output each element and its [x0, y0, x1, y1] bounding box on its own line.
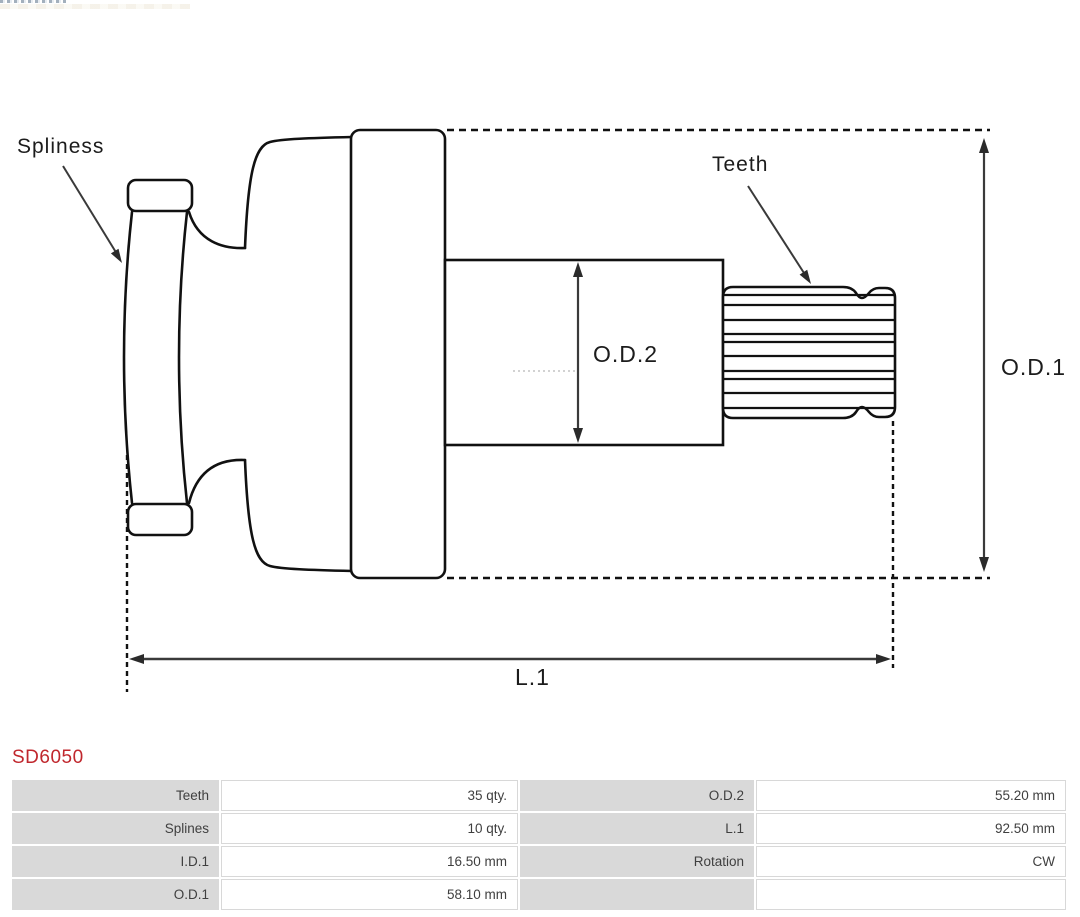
arrowhead-splines — [110, 248, 122, 263]
bell-neck-top — [187, 210, 247, 250]
arrowhead-od1-top — [979, 138, 989, 153]
spec-label: Teeth — [12, 780, 219, 811]
label-l1: L.1 — [515, 664, 550, 690]
gear-teeth-lines — [722, 293, 896, 410]
spec-value: 35 qty. — [221, 780, 518, 811]
spec-row: Splines 10 qty. L.1 92.50 mm — [12, 813, 1066, 844]
barrel-section — [349, 128, 447, 580]
bell-neck-bottom — [187, 458, 247, 505]
spec-row: O.D.1 58.10 mm — [12, 879, 1066, 910]
spec-value: 55.20 mm — [756, 780, 1066, 811]
spec-value: 16.50 mm — [221, 846, 518, 877]
extension-lines — [125, 128, 990, 692]
pinion-spline-section — [721, 285, 897, 420]
arrowhead-od2-bottom — [573, 428, 583, 443]
spec-label — [520, 879, 754, 910]
bell-top-edge — [243, 135, 354, 250]
spec-label: O.D.2 — [520, 780, 754, 811]
spec-label: Rotation — [520, 846, 754, 877]
spec-value: 58.10 mm — [221, 879, 518, 910]
spec-label: L.1 — [520, 813, 754, 844]
arrowhead-od1-bottom — [979, 557, 989, 572]
arrowhead-od2-top — [573, 262, 583, 277]
drive-outline — [122, 128, 897, 580]
starter-drive-technical-drawing: Spliness Teeth O.D.2 O.D.1 L.1 — [17, 128, 1066, 692]
label-od1: O.D.1 — [1001, 354, 1066, 380]
spec-label: Splines — [12, 813, 219, 844]
spec-value: 92.50 mm — [756, 813, 1066, 844]
leader-line-teeth — [747, 185, 805, 274]
flange-arc-inner — [177, 210, 189, 505]
arrowhead-l1-right — [876, 654, 891, 664]
part-number: SD6050 — [12, 747, 84, 768]
spec-label: I.D.1 — [12, 846, 219, 877]
spec-row: Teeth 35 qty. O.D.2 55.20 mm — [12, 780, 1066, 811]
flange-lug-top — [126, 178, 194, 213]
spec-table: Teeth 35 qty. O.D.2 55.20 mm Splines 10 … — [10, 778, 1068, 912]
spec-value: 10 qty. — [221, 813, 518, 844]
label-splines: Spliness — [17, 135, 104, 158]
flange-lug-bottom — [126, 502, 194, 537]
dimension-lines — [62, 138, 989, 664]
arrowhead-teeth — [799, 269, 811, 284]
spec-value: CW — [756, 846, 1066, 877]
label-teeth: Teeth — [712, 153, 768, 176]
cropped-logo-strip — [0, 0, 66, 3]
flange-arc-outer — [122, 210, 134, 505]
cropped-logo-strip-faint — [0, 4, 190, 9]
spec-value — [756, 879, 1066, 910]
leader-line-splines — [62, 165, 118, 255]
spec-row: I.D.1 16.50 mm Rotation CW — [12, 846, 1066, 877]
label-od2: O.D.2 — [593, 341, 658, 367]
arrowhead-l1-left — [129, 654, 144, 664]
bell-bottom-edge — [243, 458, 354, 573]
shaft-section — [443, 258, 725, 447]
spec-label: O.D.1 — [12, 879, 219, 910]
